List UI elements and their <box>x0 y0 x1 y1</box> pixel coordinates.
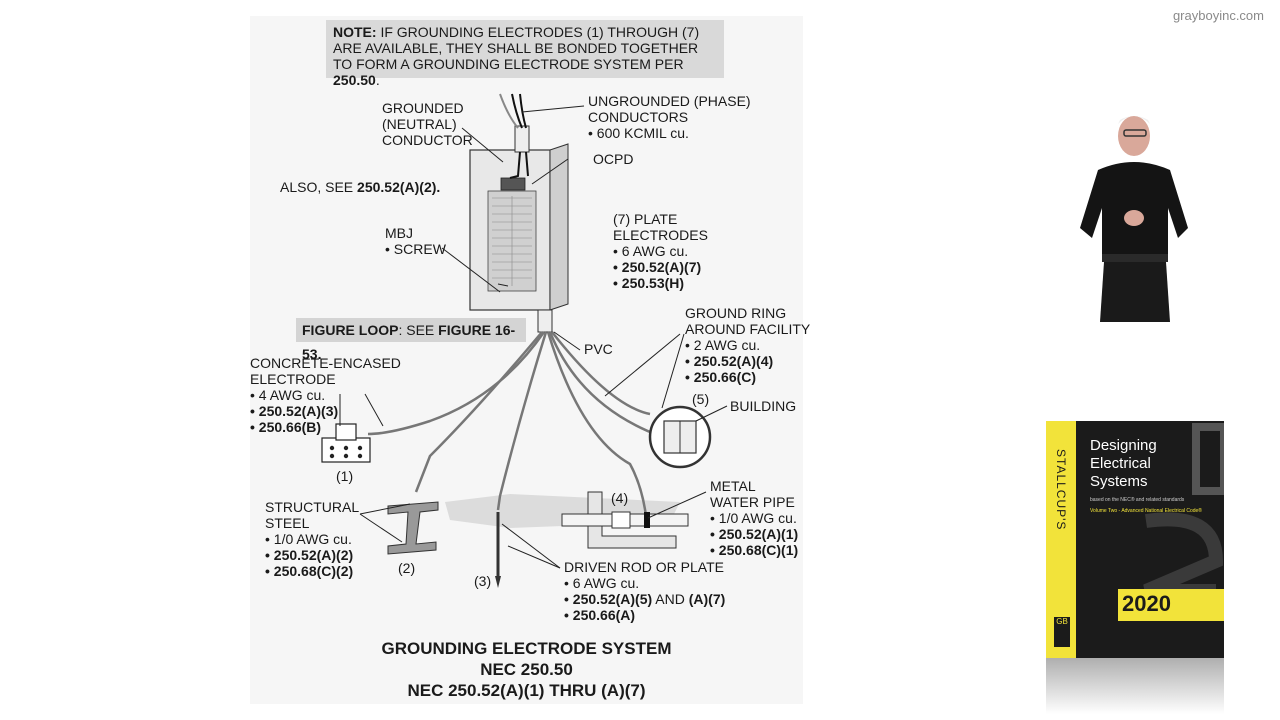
ocpd-label: OCPD <box>593 151 634 167</box>
book-subtitle: based on the NEC® and related standards <box>1090 497 1185 503</box>
diagram-title: GROUNDING ELECTRODE SYSTEM <box>381 639 672 658</box>
grounding-diagram: NOTE: IF GROUNDING ELECTRODES (1) THROUG… <box>250 16 810 704</box>
book-cover: STALLCUP'S Designing Electrical Systems … <box>1046 421 1224 658</box>
book-reflection <box>1046 658 1224 714</box>
book-year-band <box>1118 589 1224 621</box>
watermark: grayboyinc.com <box>1172 8 1264 23</box>
ungrounded-conductors-label: UNGROUNDED (PHASE) CONDUCTORS• 600 KCMIL… <box>588 93 751 141</box>
book-title: Designing Electrical Systems <box>1090 437 1157 490</box>
structural-steel <box>387 501 439 555</box>
ground-ring-label: GROUND RING AROUND FACILITY• 2 AWG cu.• … <box>685 305 811 385</box>
also-see-label: ALSO, SEE 250.52(A)(2). <box>280 179 441 195</box>
book-year: 2020 <box>1122 591 1171 616</box>
note-box: NOTE: IF GROUNDING ELECTRODES (1) THROUG… <box>326 20 724 88</box>
num-4-label: (4) <box>611 490 629 506</box>
book-volume: Volume Two - Advanced National Electrica… <box>1090 508 1202 514</box>
structural-steel-label: STRUCTURAL STEEL• 1/0 AWG cu.• 250.52(A)… <box>265 499 360 579</box>
grounded-conductor-label: GROUNDED (NEUTRAL) CONDUCTOR <box>382 100 473 148</box>
diagram-drawing <box>321 93 728 588</box>
presenter-video <box>1068 108 1200 322</box>
ocpd-breaker <box>500 177 526 191</box>
publisher-logo: GB <box>1054 617 1070 647</box>
pvc-label: PVC <box>584 341 613 357</box>
num-3-label: (3) <box>474 573 492 589</box>
diagram-subtitle-2: NEC 250.52(A)(1) THRU (A)(7) <box>407 681 646 700</box>
mbj-label: MBJ • SCREW <box>385 225 446 257</box>
building-label: BUILDING <box>730 398 797 414</box>
concrete-encased-label: CONCRETE-ENCASED ELECTRODE• 4 AWG cu.• 2… <box>250 355 401 435</box>
plate-electrodes-label: (7) PLATE ELECTRODES• 6 AWG cu.• 250.52(… <box>613 211 708 291</box>
figure-loop-label: FIGURE LOOP: SEE FIGURE 16-53. <box>296 318 526 362</box>
num-2-label: (2) <box>398 560 416 576</box>
metal-water-pipe-label: METAL WATER PIPE• 1/0 AWG cu.• 250.52(A)… <box>710 478 799 558</box>
diagram-subtitle-1: NEC 250.50 <box>480 660 573 679</box>
num-1-label: (1) <box>336 468 354 484</box>
driven-rod-label: DRIVEN ROD OR PLATE• 6 AWG cu.• 250.52(A… <box>564 559 726 623</box>
book-spine-text: STALLCUP'S <box>1054 449 1068 531</box>
num-5-label: (5) <box>692 391 710 407</box>
